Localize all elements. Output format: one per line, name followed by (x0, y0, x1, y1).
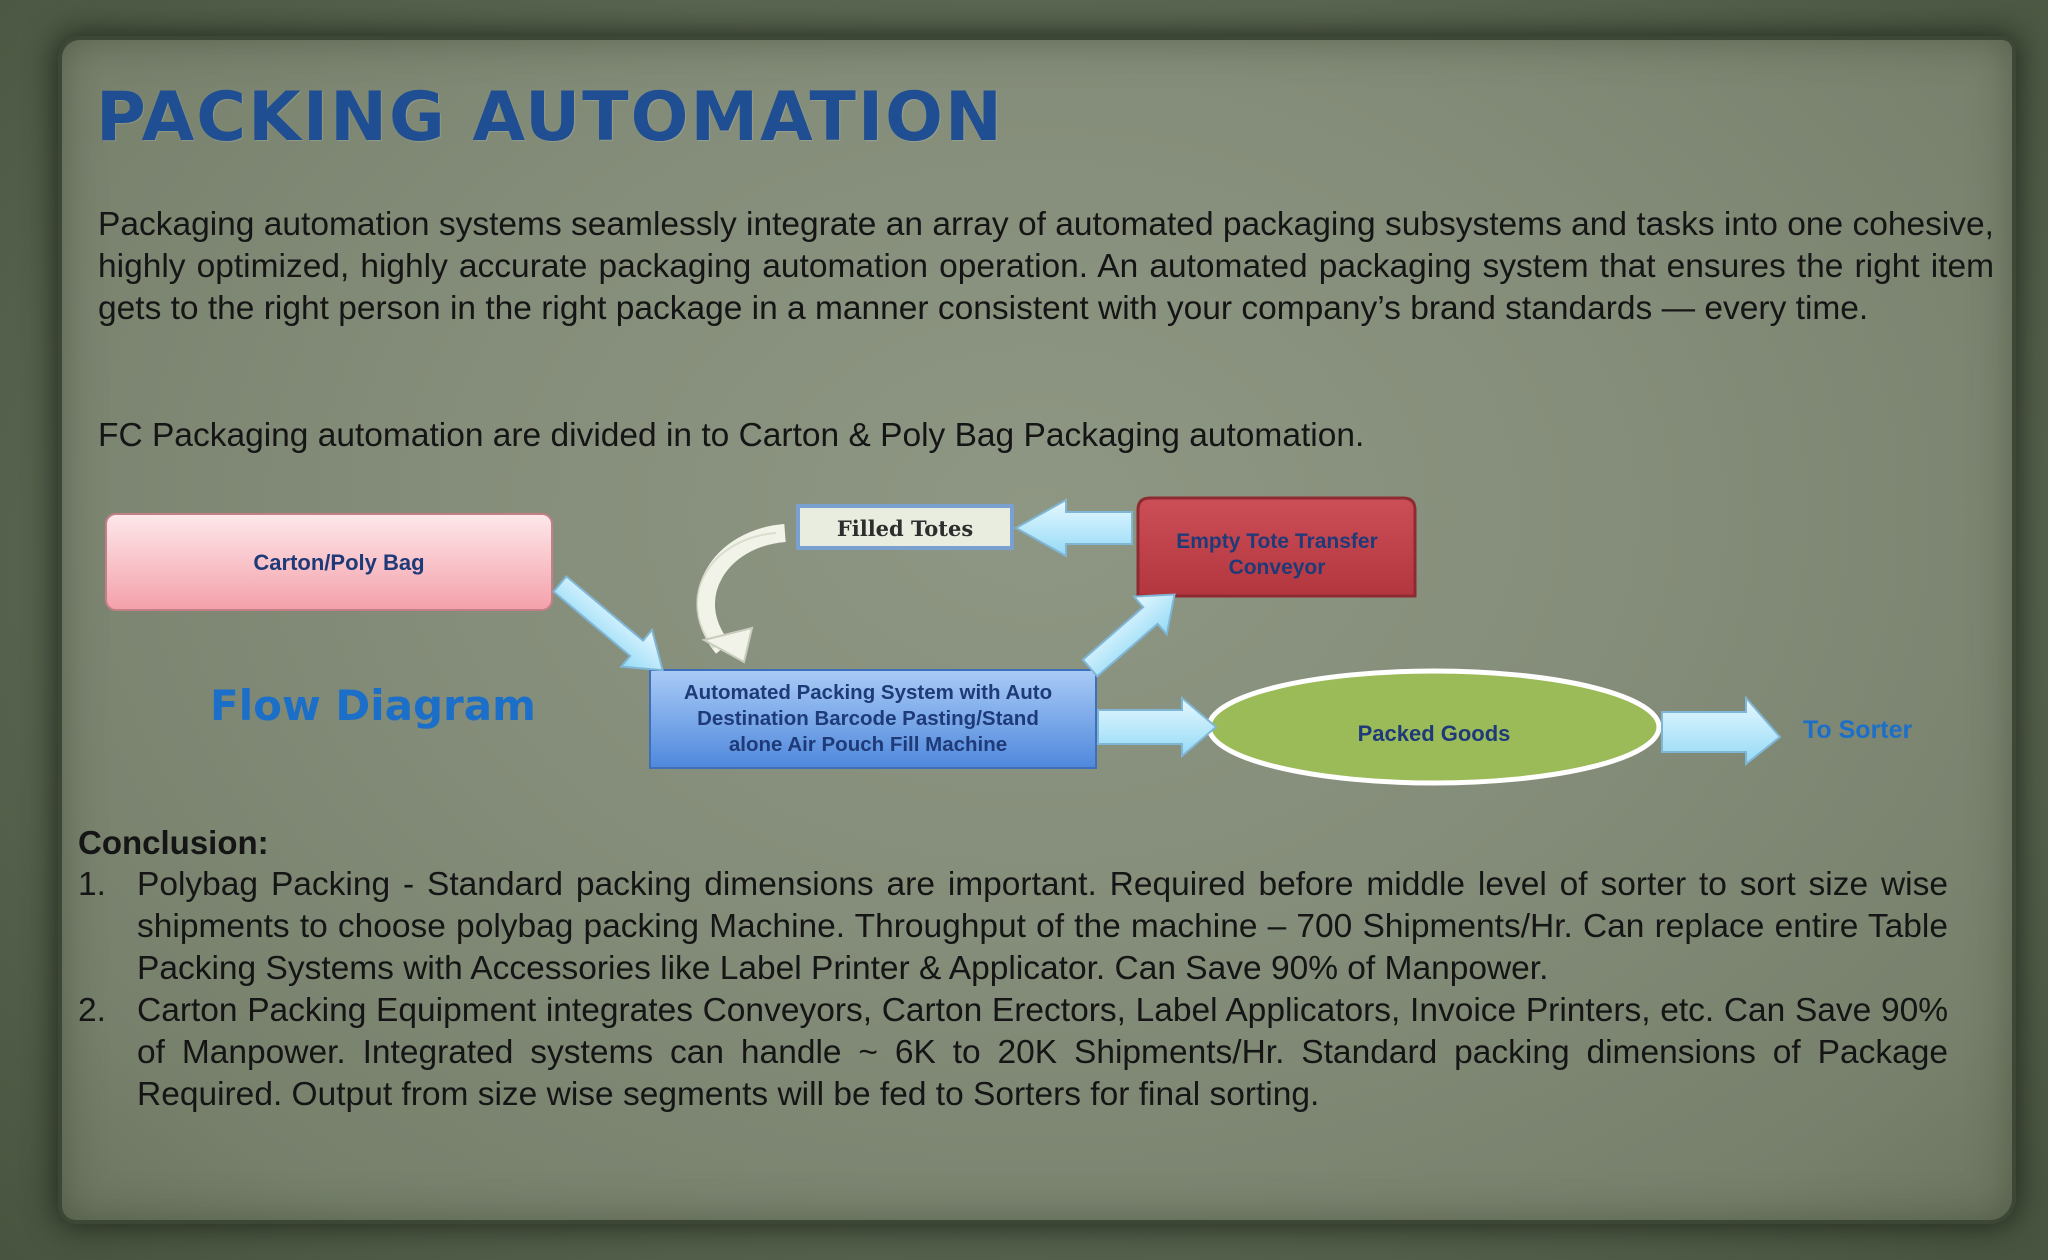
flow-diagram-heading: Flow Diagram (210, 681, 536, 730)
division-note: FC Packaging automation are divided in t… (98, 417, 1365, 454)
carton-polybag-node: Carton/Poly Bag (105, 513, 553, 611)
empty-tote-label-line2: Conveyor (1229, 556, 1326, 579)
aps-label-line1: Automated Packing System with Auto (684, 681, 1052, 704)
empty-tote-label-line1: Empty Tote Transfer (1176, 530, 1378, 553)
arrow-packed-goods-to-sorter (1661, 695, 1782, 767)
conclusion-item-number: 1. (78, 866, 106, 903)
conclusion-item-text: Polybag Packing - Standard packing dimen… (137, 866, 1948, 987)
conclusion-item-text: Carton Packing Equipment integrates Conv… (137, 992, 1948, 1113)
conclusion-heading: Conclusion: (78, 824, 269, 861)
empty-tote-conveyor-node: Empty Tote Transfer Conveyor (1136, 496, 1417, 598)
arrow-aps-to-empty-tote (1081, 593, 1176, 678)
curved-loop-arrow (696, 524, 787, 664)
conclusion-list: 1. Polybag Packing - Standard packing di… (78, 864, 1948, 1116)
packed-goods-node: Packed Goods (1206, 668, 1662, 786)
automated-packing-system-node: Automated Packing System with Auto Desti… (649, 669, 1097, 769)
intro-paragraph: Packaging automation systems seamlessly … (98, 206, 1994, 327)
arrow-aps-to-packed-goods (1097, 695, 1218, 759)
arrow-empty-tote-to-filled-totes (1013, 498, 1133, 558)
to-sorter-label: To Sorter (1803, 716, 1913, 744)
aps-label-line3: alone Air Pouch Fill Machine (729, 733, 1007, 756)
arrow-carton-to-aps (552, 574, 664, 672)
slide-title: PACKING AUTOMATION (96, 78, 1004, 157)
conclusion-item-number: 2. (78, 992, 106, 1029)
carton-polybag-label: Carton/Poly Bag (253, 550, 424, 575)
filled-totes-node: Filled Totes (796, 504, 1014, 550)
aps-label-line2: Destination Barcode Pasting/Stand (697, 707, 1039, 730)
conclusion-item: 1. Polybag Packing - Standard packing di… (78, 864, 1948, 990)
packed-goods-label: Packed Goods (1358, 721, 1511, 746)
paper-background (62, 40, 2012, 1220)
filled-totes-label: Filled Totes (837, 516, 973, 541)
conclusion-item: 2. Carton Packing Equipment integrates C… (78, 990, 1948, 1116)
